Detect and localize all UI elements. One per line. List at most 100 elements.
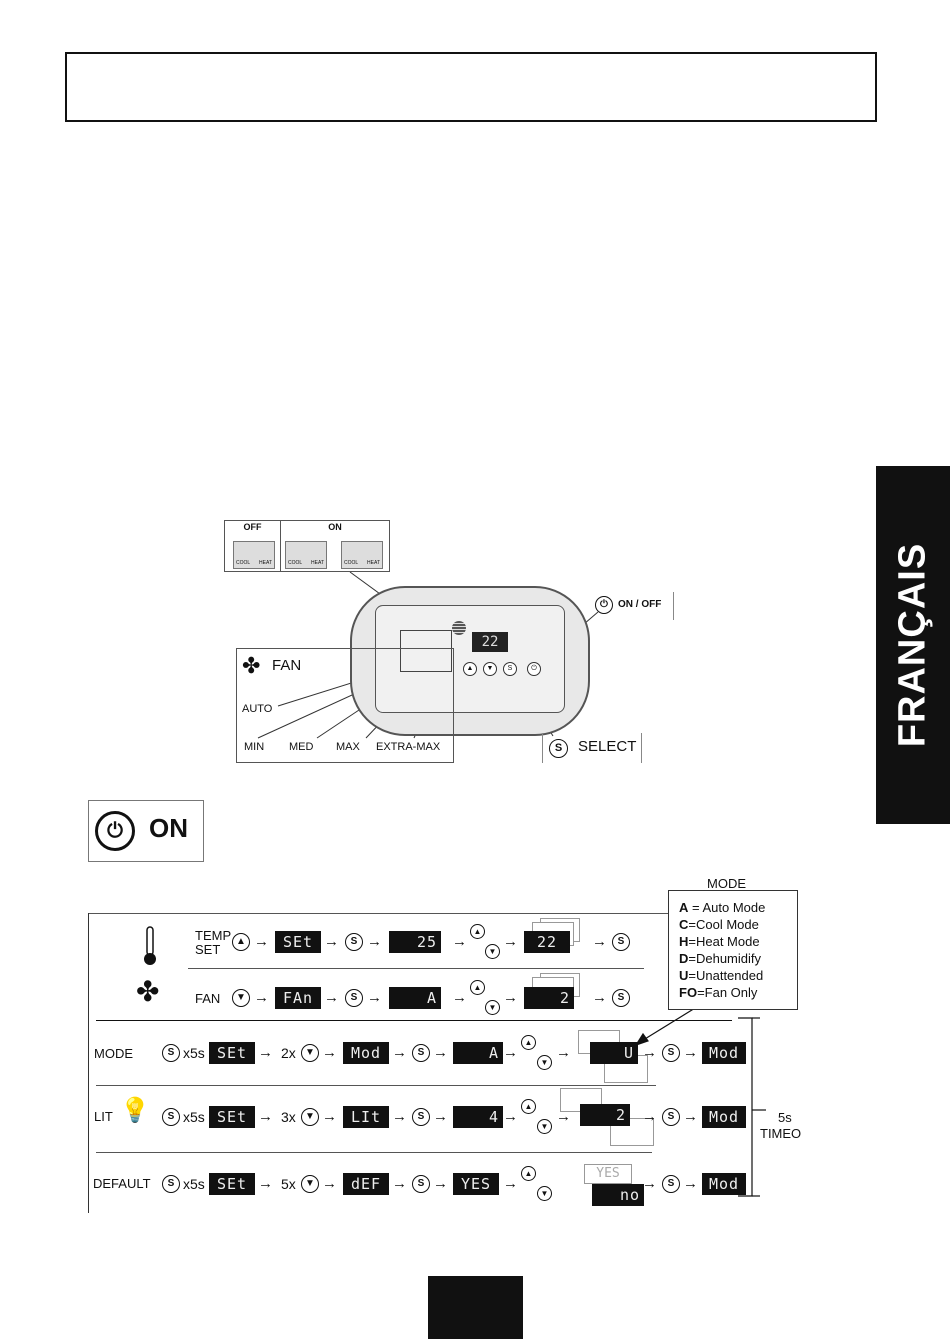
mode-line: C=Cool Mode (679, 917, 759, 932)
panel-power-button[interactable]: ⏻ (527, 662, 541, 676)
arrow-icon: → (503, 1044, 518, 1061)
select-label: SELECT (578, 738, 637, 755)
arrow-icon: → (452, 989, 467, 1006)
press-3x-label: 3x (281, 1109, 296, 1125)
fan-row-label: FAN (195, 991, 221, 1006)
led-cool-label: COOL (344, 560, 359, 566)
up-icon: ▲ (521, 1035, 536, 1050)
lcd-mod: Mod (702, 1173, 746, 1195)
mode-line: A = Auto Mode (679, 900, 766, 915)
select-icon: S (549, 739, 568, 758)
panel-up-button[interactable]: ▲ (463, 662, 477, 676)
lcd-fan: FAn (275, 987, 321, 1009)
down-icon: ▼ (301, 1175, 319, 1193)
timeout-label-2: TIMEO (760, 1126, 802, 1141)
down-icon: ▼ (301, 1044, 319, 1062)
fan-icon: ✤ (242, 653, 261, 678)
arrow-icon: → (503, 1175, 518, 1192)
led-heat-label: HEAT (259, 560, 272, 566)
arrow-icon: → (392, 1175, 407, 1192)
lcd-2: 2 (524, 987, 574, 1009)
control-panel-face (375, 605, 565, 713)
mode-line: U=Unattended (679, 968, 764, 983)
lit-row-label: LIT (94, 1109, 113, 1124)
mode-line: H=Heat Mode (679, 934, 760, 949)
led-cool-on: COOL HEAT (285, 541, 327, 569)
arrow-icon: → (452, 933, 467, 950)
row-divider (188, 968, 644, 969)
row-divider (96, 1020, 732, 1021)
select-icon: S (412, 1108, 430, 1126)
arrow-icon: → (683, 1108, 698, 1125)
default-row-label: DEFAULT (93, 1176, 151, 1191)
lcd-lit: LIt (343, 1106, 389, 1128)
lcd-25: 25 (389, 931, 441, 953)
mode-row-label: MODE (94, 1046, 133, 1061)
table-top-border (88, 913, 668, 914)
extra-max-label: EXTRA-MAX (376, 741, 441, 753)
led-cool-label: COOL (236, 560, 251, 566)
onoff-label: ON / OFF (618, 599, 662, 610)
on-badge: ⏻ ON (88, 800, 204, 862)
up-icon: ▲ (521, 1166, 536, 1181)
row-divider (96, 1085, 656, 1086)
arrow-icon: → (642, 1108, 657, 1125)
led-cool-label: COOL (288, 560, 303, 566)
timeout-label: 5s (778, 1110, 792, 1125)
panel-led-area (400, 630, 452, 672)
arrow-icon: → (503, 933, 518, 950)
power-icon: ⏻ (95, 811, 135, 851)
language-tab: FRANÇAIS (876, 466, 950, 824)
page-number-block (428, 1276, 523, 1339)
up-icon: ▲ (232, 933, 250, 951)
arrow-icon: → (642, 1175, 657, 1192)
lcd-u: U (590, 1042, 638, 1064)
select-icon: S (412, 1175, 430, 1193)
lcd-no: no (592, 1184, 644, 1206)
select-icon: S (162, 1108, 180, 1126)
select-icon: S (612, 989, 630, 1007)
lcd-4: 4 (453, 1106, 503, 1128)
arrow-icon: → (324, 989, 339, 1006)
arrow-icon: → (433, 1175, 448, 1192)
panel-down-button[interactable]: ▼ (483, 662, 497, 676)
arrow-icon: → (392, 1108, 407, 1125)
auto-label: AUTO (242, 703, 273, 715)
arrow-icon: → (322, 1044, 337, 1061)
down-icon: ▼ (537, 1119, 552, 1134)
select-icon: S (662, 1108, 680, 1126)
panel-display: 22 (472, 632, 508, 652)
press-2x-label: 2x (281, 1045, 296, 1061)
arrow-icon: → (642, 1044, 657, 1061)
select-icon: S (662, 1044, 680, 1062)
speaker-grill-icon (452, 621, 466, 635)
arrow-icon: → (433, 1108, 448, 1125)
min-label: MIN (244, 741, 265, 753)
select-icon: S (162, 1044, 180, 1062)
lcd-a: A (453, 1042, 503, 1064)
fan-legend (236, 648, 454, 763)
down-icon: ▼ (537, 1186, 552, 1201)
led-state-box: OFF COOL HEAT ON COOL HEAT COOL HEAT (224, 520, 390, 572)
onoff-callout: ⏻ ON / OFF (591, 592, 674, 620)
select-icon: S (345, 933, 363, 951)
mode-line: FO=Fan Only (679, 985, 758, 1000)
arrow-icon: → (322, 1108, 337, 1125)
on-column: ON COOL HEAT COOL HEAT (281, 521, 389, 571)
up-icon: ▲ (521, 1099, 536, 1114)
max-label: MAX (336, 741, 360, 753)
power-icon: ⏻ (595, 596, 613, 614)
arrow-icon: → (254, 989, 269, 1006)
arrow-icon: → (503, 1108, 518, 1125)
mode-line: D=Dehumidify (679, 951, 762, 966)
lcd-2: 2 (580, 1104, 630, 1126)
panel-select-button[interactable]: S (503, 662, 517, 676)
lcd-set: SEt (209, 1106, 255, 1128)
lcd-ghost-yes: YES (584, 1164, 632, 1184)
arrow-icon: → (258, 1108, 273, 1125)
up-icon: ▲ (470, 980, 485, 995)
arrow-icon: → (258, 1044, 273, 1061)
arrow-icon: → (683, 1044, 698, 1061)
lcd-set: SEt (275, 931, 321, 953)
